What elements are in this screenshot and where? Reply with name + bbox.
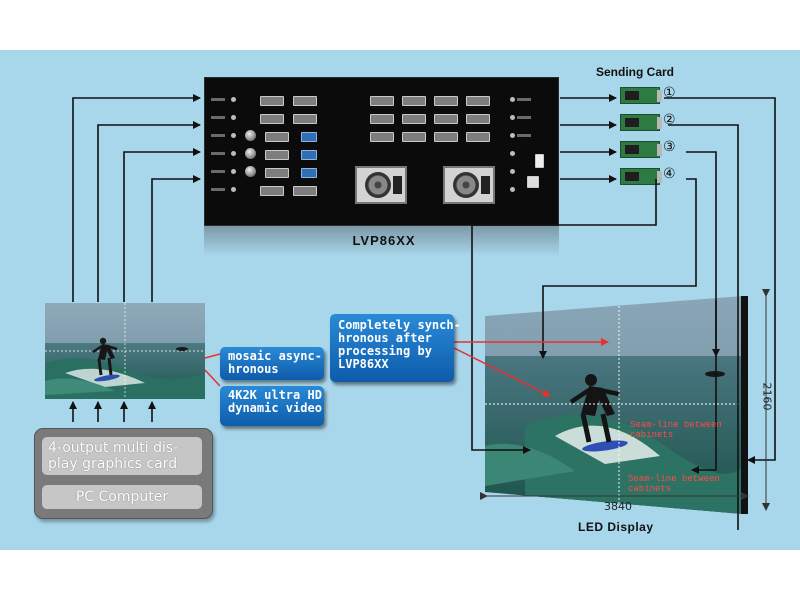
status-dot	[231, 115, 236, 120]
knob-control	[245, 148, 256, 159]
output-port	[402, 96, 426, 106]
status-dot	[510, 151, 515, 156]
output-port	[434, 132, 458, 142]
vga-port	[301, 168, 317, 178]
output-port	[466, 114, 490, 124]
port-label	[211, 170, 225, 173]
dvi-port	[293, 114, 317, 124]
card-number-2: ②	[663, 112, 676, 128]
dvi-port	[293, 96, 317, 106]
sending-card-2	[620, 114, 662, 131]
source-surf-image	[45, 303, 205, 399]
status-dot	[510, 169, 515, 174]
display-height-label: 2160	[760, 382, 774, 411]
callout-mosaic: mosaic async-hronous	[220, 347, 324, 380]
output-port	[402, 114, 426, 124]
ethernet-port	[527, 176, 539, 188]
port-label	[211, 116, 225, 119]
port-label	[211, 134, 225, 137]
dvi-port	[260, 96, 284, 106]
usb-port	[535, 154, 544, 168]
status-dot	[231, 133, 236, 138]
output-port	[370, 132, 394, 142]
status-dot	[231, 187, 236, 192]
port-label	[517, 116, 531, 119]
processor-label: LVP86XX	[352, 233, 416, 248]
status-dot	[510, 187, 515, 192]
fan-icon	[453, 172, 479, 198]
port-label	[211, 98, 225, 101]
sending-card-3	[620, 141, 662, 158]
fan-icon	[365, 172, 391, 198]
vga-port	[301, 132, 317, 142]
status-dot	[231, 97, 236, 102]
card-number-3: ③	[663, 139, 676, 155]
status-dot	[231, 151, 236, 156]
output-port	[466, 132, 490, 142]
dvi-port	[265, 150, 289, 160]
card-number-1: ①	[663, 85, 676, 101]
status-dot	[510, 133, 515, 138]
lvp86xx-processor	[204, 77, 559, 226]
output-port	[402, 132, 426, 142]
output-port	[434, 114, 458, 124]
sending-card-1	[620, 87, 662, 104]
led-display-label: LED Display	[578, 520, 654, 534]
knob-control	[245, 166, 256, 177]
status-dot	[510, 97, 515, 102]
pc-computer-box: 4-output multi dis- play graphics card P…	[34, 428, 213, 519]
output-port	[370, 114, 394, 124]
dvi-port	[265, 132, 289, 142]
port-label	[211, 188, 225, 191]
card-number-4: ④	[663, 166, 676, 182]
diagram-canvas: LVP86XX Sending Card ① ② ③ ④	[0, 50, 800, 550]
graphics-card-panel: 4-output multi dis- play graphics card	[42, 437, 202, 475]
display-width-label: 3840	[604, 500, 632, 513]
status-dot	[231, 169, 236, 174]
sending-card-4	[620, 168, 662, 185]
dvi-port	[265, 168, 289, 178]
port-label	[211, 152, 225, 155]
dvi-port	[260, 186, 284, 196]
dvi-port	[293, 186, 317, 196]
output-port	[434, 96, 458, 106]
output-port	[370, 96, 394, 106]
pc-computer-panel: PC Computer	[42, 485, 202, 509]
power-supply	[443, 166, 495, 204]
port-label	[517, 98, 531, 101]
output-port	[466, 96, 490, 106]
dvi-port	[260, 114, 284, 124]
graphics-card-line-1: 4-output multi dis-	[48, 440, 179, 456]
sending-card-title: Sending Card	[596, 65, 675, 79]
pc-computer-label: PC Computer	[75, 489, 169, 505]
vga-port	[301, 150, 317, 160]
power-switch	[481, 176, 490, 194]
power-switch	[393, 176, 402, 194]
graphics-card-line-2: play graphics card	[48, 456, 178, 472]
knob-control	[245, 130, 256, 141]
port-label	[517, 134, 531, 137]
power-supply	[355, 166, 407, 204]
status-dot	[510, 115, 515, 120]
